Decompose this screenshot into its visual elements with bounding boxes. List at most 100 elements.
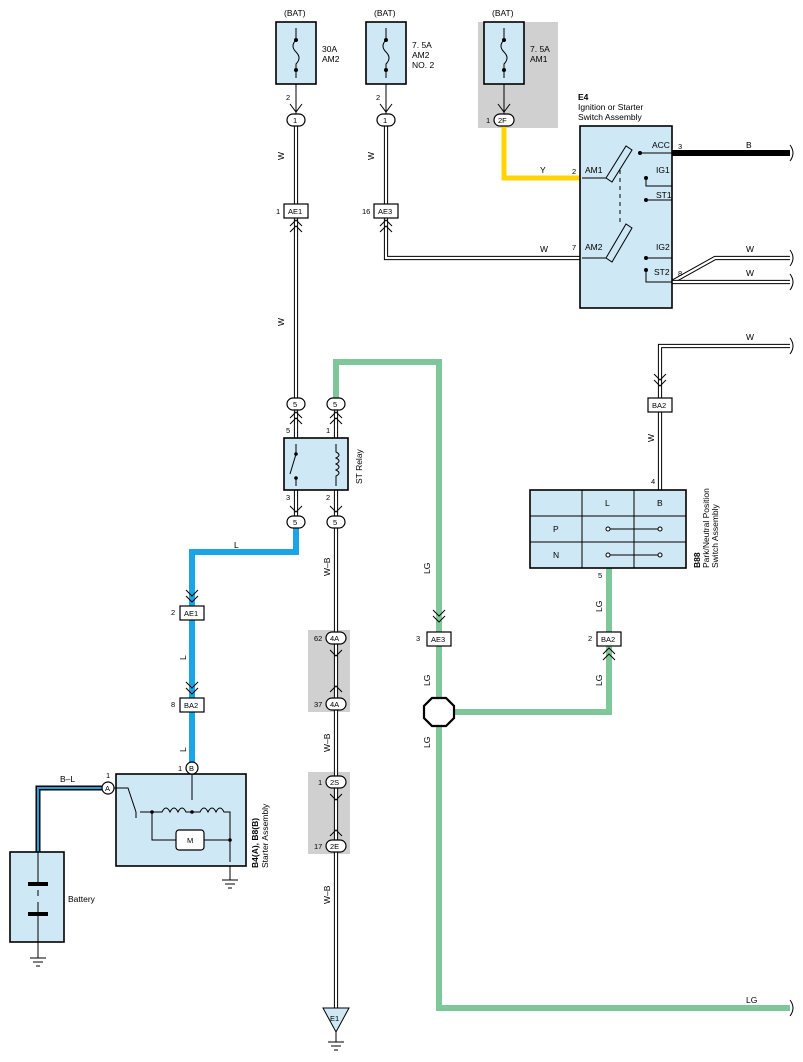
- svg-text:1: 1: [318, 778, 322, 787]
- ground-e1: E1: [322, 1007, 350, 1051]
- svg-text:7: 7: [572, 243, 576, 252]
- svg-text:LG: LG: [422, 737, 432, 748]
- svg-text:AE1: AE1: [184, 609, 198, 618]
- svg-text:Starter Assembly: Starter Assembly: [260, 803, 270, 868]
- svg-text:Park/Neutral Position: Park/Neutral Position: [701, 488, 711, 568]
- svg-text:ST1: ST1: [656, 190, 672, 200]
- svg-text:BA2: BA2: [601, 635, 615, 644]
- ignition-switch-assembly: E4 Ignition or Starter Switch Assembly A…: [572, 92, 682, 309]
- fuse-30a-am2: (BAT) 30A AM2 2 1: [275, 8, 340, 127]
- svg-text:(BAT): (BAT): [492, 8, 514, 18]
- connector-ba2-right-mid: 2 BA2: [588, 631, 622, 661]
- svg-text:W: W: [276, 152, 286, 160]
- svg-text:BA2: BA2: [652, 401, 666, 410]
- fuse-source-label: (BAT): [284, 8, 306, 18]
- svg-text:ST Relay: ST Relay: [354, 448, 364, 484]
- st-relay: 5 5 5 1 ST Relay 3 2 5 5: [283, 397, 364, 529]
- svg-text:2F: 2F: [498, 116, 507, 125]
- park-neutral-switch: 1 BA2 4 L B P N B88 Park/Neutral Positio…: [529, 373, 720, 580]
- svg-text:LG: LG: [422, 563, 432, 574]
- svg-text:(BAT): (BAT): [374, 8, 396, 18]
- svg-text:5: 5: [333, 518, 337, 527]
- wire-w-am2no2-to-switch: [383, 126, 582, 261]
- svg-text:2: 2: [376, 93, 380, 102]
- svg-text:B: B: [746, 140, 752, 150]
- svg-text:37: 37: [314, 700, 322, 709]
- wire-lg-pnp: [439, 568, 612, 715]
- svg-text:B–L: B–L: [60, 774, 75, 784]
- svg-text:AE3: AE3: [431, 635, 445, 644]
- svg-text:1: 1: [178, 764, 182, 773]
- wire-relay-short: [293, 410, 339, 516]
- svg-text:8: 8: [171, 700, 175, 709]
- connector-ae3-top: 16 AE3: [362, 203, 399, 233]
- svg-text:5: 5: [286, 426, 290, 435]
- svg-text:Switch Assembly: Switch Assembly: [710, 503, 720, 568]
- svg-text:4A: 4A: [330, 634, 339, 643]
- wire-lg-relay-coil: [333, 359, 790, 1011]
- svg-text:Y: Y: [540, 165, 546, 175]
- svg-text:1: 1: [486, 116, 490, 125]
- wire-w-ig2-st2: [670, 249, 794, 291]
- svg-text:5: 5: [333, 400, 337, 409]
- fuse-7-5a-am1: (BAT) 7. 5A AM1 1 2F: [483, 8, 550, 127]
- svg-text:AM2: AM2: [585, 242, 603, 252]
- svg-text:LG: LG: [594, 601, 604, 612]
- svg-text:BA2: BA2: [184, 701, 198, 710]
- svg-text:W: W: [540, 244, 548, 254]
- svg-text:1: 1: [106, 771, 110, 780]
- splice-point: [422, 696, 456, 728]
- svg-text:W: W: [746, 244, 754, 254]
- svg-text:2: 2: [572, 167, 576, 176]
- svg-text:W: W: [366, 152, 376, 160]
- fuse-name: AM2: [322, 54, 340, 64]
- svg-text:2: 2: [326, 493, 330, 502]
- svg-text:1: 1: [383, 116, 387, 125]
- svg-text:3: 3: [286, 493, 290, 502]
- wire-l-relay-to-starter: [189, 528, 299, 768]
- svg-text:4A: 4A: [330, 700, 339, 709]
- svg-text:E1: E1: [330, 1014, 339, 1023]
- svg-text:W–B: W–B: [322, 885, 332, 904]
- svg-text:B: B: [657, 498, 663, 508]
- svg-text:W: W: [746, 268, 754, 278]
- svg-text:W: W: [276, 318, 286, 326]
- connector-ae3-mid: 3 AE3: [416, 609, 452, 647]
- svg-text:7. 5A: 7. 5A: [530, 44, 550, 54]
- svg-text:3: 3: [416, 634, 420, 643]
- svg-text:AM2: AM2: [412, 50, 430, 60]
- battery: Battery: [9, 851, 96, 967]
- svg-text:7. 5A: 7. 5A: [412, 40, 432, 50]
- connector-4a: 62 4A 37 4A: [314, 631, 347, 711]
- svg-text:AM1: AM1: [530, 54, 548, 64]
- svg-text:8: 8: [678, 269, 682, 278]
- svg-text:AE3: AE3: [378, 207, 392, 216]
- wire-y-am1: [501, 126, 582, 181]
- svg-text:Switch Assembly: Switch Assembly: [578, 112, 643, 122]
- connector-ba2-left: 8 BA2: [171, 681, 205, 713]
- svg-text:1: 1: [326, 426, 330, 435]
- svg-text:LG: LG: [594, 675, 604, 686]
- svg-text:3: 3: [678, 142, 682, 151]
- svg-text:ST2: ST2: [654, 267, 670, 277]
- svg-text:5: 5: [293, 400, 297, 409]
- svg-text:5: 5: [598, 571, 602, 580]
- svg-text:2S: 2S: [330, 778, 339, 787]
- svg-text:Ignition or Starter: Ignition or Starter: [578, 102, 643, 112]
- fuse-7-5a-am2-no2: (BAT) 7. 5A AM2 NO. 2 2 1: [365, 8, 434, 127]
- svg-text:16: 16: [362, 207, 370, 216]
- wire-bl-battery: [35, 785, 106, 852]
- wire-w-pnp: [657, 337, 794, 490]
- svg-text:2E: 2E: [330, 842, 339, 851]
- svg-text:LG: LG: [746, 995, 757, 1005]
- svg-text:2: 2: [171, 608, 175, 617]
- svg-text:AM1: AM1: [585, 165, 603, 175]
- svg-text:B88: B88: [692, 552, 702, 568]
- svg-text:A: A: [105, 784, 110, 793]
- svg-text:2: 2: [286, 93, 290, 102]
- svg-text:N: N: [553, 550, 559, 560]
- svg-text:W–B: W–B: [322, 733, 332, 752]
- connector-ae1-mid: 2 AE1: [171, 589, 205, 621]
- svg-text:5: 5: [293, 518, 297, 527]
